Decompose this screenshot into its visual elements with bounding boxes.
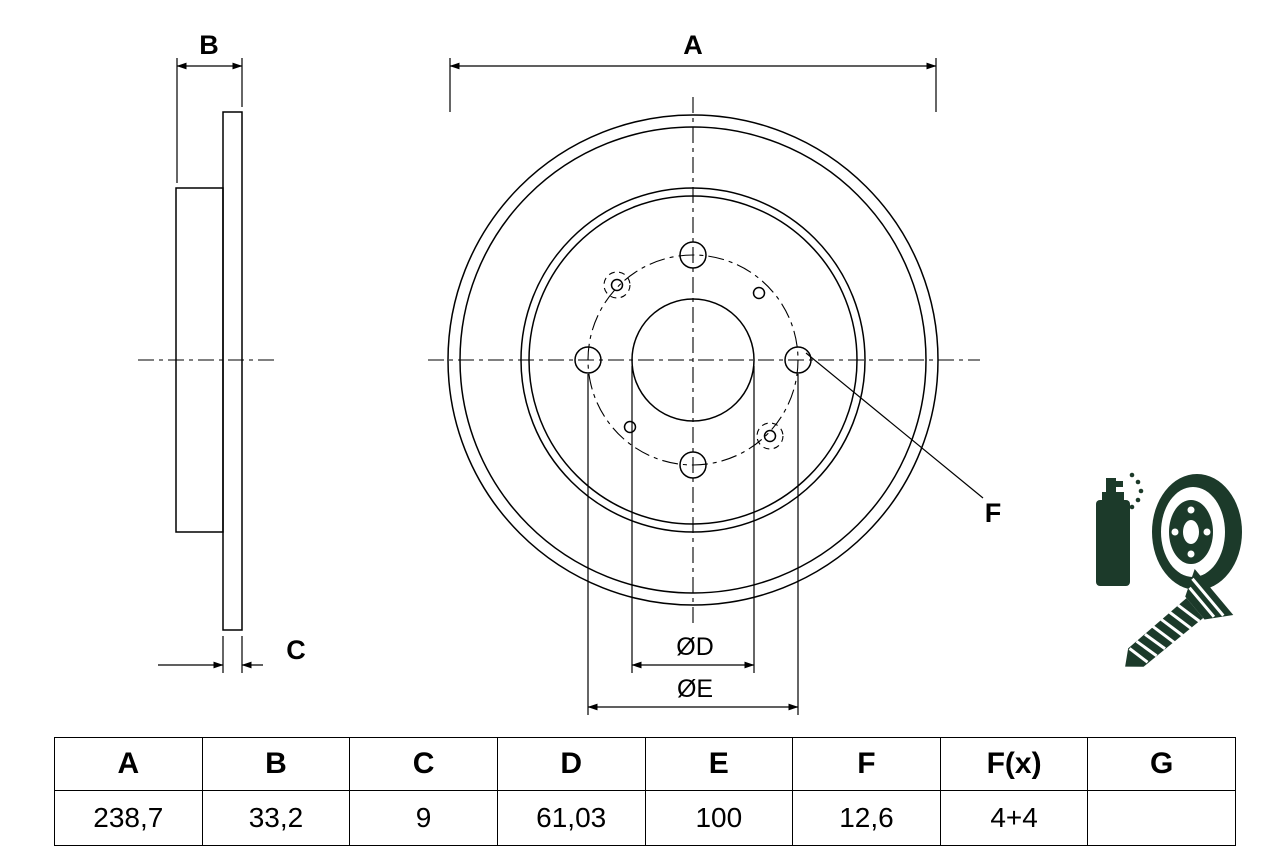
bolt-hole-bottom [679, 451, 707, 479]
dimension-b-label: B [199, 30, 219, 60]
dimension-a-label: A [683, 30, 703, 60]
value-g [1087, 790, 1236, 846]
dimension-table: A B C D E F F(x) G 238,7 33,2 9 61,03 10… [54, 737, 1236, 846]
dimension-a: A [449, 30, 937, 112]
col-header-d: D [496, 737, 646, 791]
disc-section [222, 111, 243, 631]
dimension-f-label: F [985, 498, 1002, 528]
dimension-e: ØE [587, 374, 799, 715]
outer-diameter-circle [447, 114, 939, 606]
hidden-hole-top-left [603, 271, 631, 299]
spray-can-and-disc-icon [1096, 472, 1242, 590]
small-hole-top-left [610, 278, 624, 292]
bolt-hole-top [679, 241, 707, 269]
dimension-c: C [158, 635, 306, 673]
small-hole-bottom-left [623, 420, 637, 434]
hidden-hole-bottom-right [756, 422, 784, 450]
center-bore [631, 298, 755, 422]
small-hole-bottom-right [763, 429, 777, 443]
dimension-e-label: ØE [677, 675, 713, 703]
col-header-fx: F(x) [939, 737, 1089, 791]
dimension-c-label: C [286, 635, 306, 665]
leader-f: F [805, 352, 1002, 528]
hat-section [175, 187, 224, 533]
col-header-e: E [644, 737, 794, 791]
value-e: 100 [644, 790, 794, 846]
friction-inner-circle [520, 187, 866, 533]
dimension-b: B [176, 30, 243, 183]
side-view-cross-section [138, 111, 275, 631]
value-fx: 4+4 [939, 790, 1089, 846]
outer-chamfer-circle [459, 126, 927, 594]
small-hole-top-right [752, 286, 766, 300]
col-header-g: G [1087, 737, 1236, 791]
value-b: 33,2 [201, 790, 351, 846]
technical-drawing: B C A F [138, 30, 1242, 715]
bolt-hole-right [784, 346, 812, 374]
value-d: 61,03 [496, 790, 646, 846]
bolt-hole-left [574, 346, 602, 374]
front-view [428, 97, 980, 628]
dimension-d-label: ØD [676, 633, 714, 661]
dimension-d: ØD [631, 366, 755, 673]
dimension-table-header-row: A B C D E F F(x) G [54, 737, 1236, 791]
col-header-c: C [349, 737, 498, 791]
value-c: 9 [349, 790, 498, 846]
value-f: 12,6 [792, 790, 941, 846]
bolt-circle [587, 254, 799, 466]
countersunk-screw-icon [1125, 569, 1234, 667]
col-header-b: B [201, 737, 351, 791]
col-header-f: F [792, 737, 941, 791]
hat-edge-circle [528, 195, 858, 525]
dimension-table-value-row: 238,7 33,2 9 61,03 100 12,6 4+4 [54, 790, 1236, 846]
col-header-a: A [54, 737, 203, 791]
value-a: 238,7 [54, 790, 203, 846]
